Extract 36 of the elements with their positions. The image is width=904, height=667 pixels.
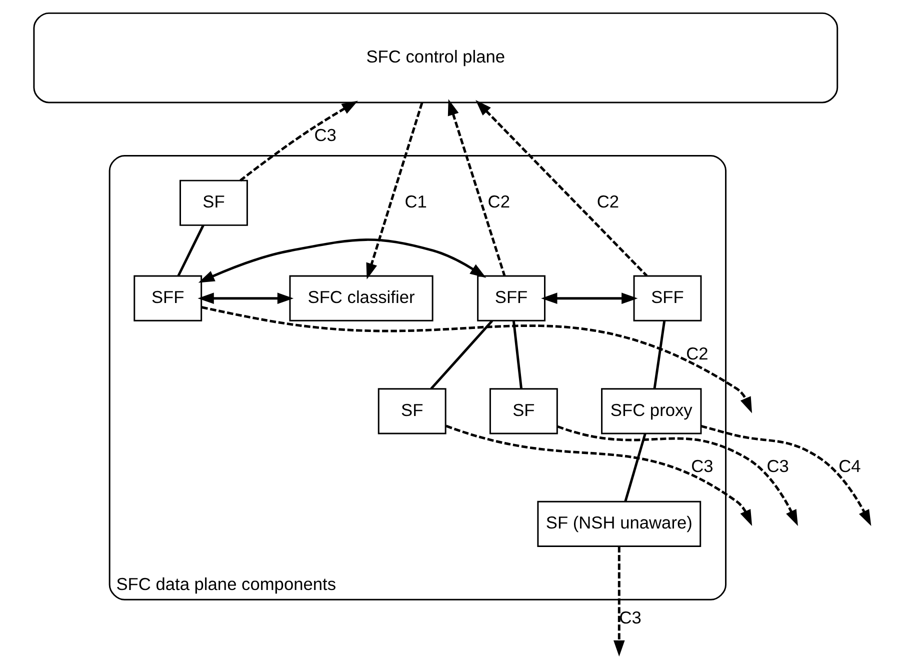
connector bbox=[653, 320, 666, 389]
node-box: SFF bbox=[633, 275, 702, 322]
node-box: SFF bbox=[477, 275, 546, 322]
edge-label: C3 bbox=[691, 456, 714, 476]
edge-label: C2 bbox=[596, 191, 620, 212]
arrow bbox=[201, 306, 752, 414]
arrow bbox=[198, 238, 486, 283]
arrow bbox=[700, 424, 872, 526]
connector bbox=[177, 224, 204, 276]
connector bbox=[430, 320, 494, 390]
arrow bbox=[446, 424, 752, 526]
edge-label: C2 bbox=[686, 343, 708, 364]
connector bbox=[624, 433, 646, 502]
arrow bbox=[448, 99, 506, 276]
arrow bbox=[614, 546, 625, 656]
edge-label: C3 bbox=[766, 456, 789, 476]
edge-label: C3 bbox=[314, 125, 336, 146]
node-box: SF bbox=[489, 388, 558, 434]
arrow bbox=[541, 292, 638, 304]
node-box: SFC control plane bbox=[33, 12, 838, 104]
connector bbox=[512, 320, 523, 389]
node-box: SFC proxy bbox=[601, 388, 702, 434]
node-box: SF bbox=[180, 180, 248, 226]
node-box: SFC classifier bbox=[289, 275, 434, 322]
edge-label: C4 bbox=[838, 456, 861, 476]
arrow bbox=[476, 100, 648, 277]
arrow bbox=[240, 100, 358, 182]
node-box: SFF bbox=[134, 275, 202, 322]
edge-label: C3 bbox=[619, 607, 642, 628]
arrow bbox=[198, 292, 294, 304]
node-box: SF bbox=[378, 388, 446, 434]
edge-label: C1 bbox=[404, 191, 427, 212]
node-box: SF (NSH unaware) bbox=[537, 500, 702, 548]
edge-label: C2 bbox=[488, 191, 510, 212]
arrow bbox=[366, 102, 424, 280]
arrow bbox=[557, 425, 798, 526]
